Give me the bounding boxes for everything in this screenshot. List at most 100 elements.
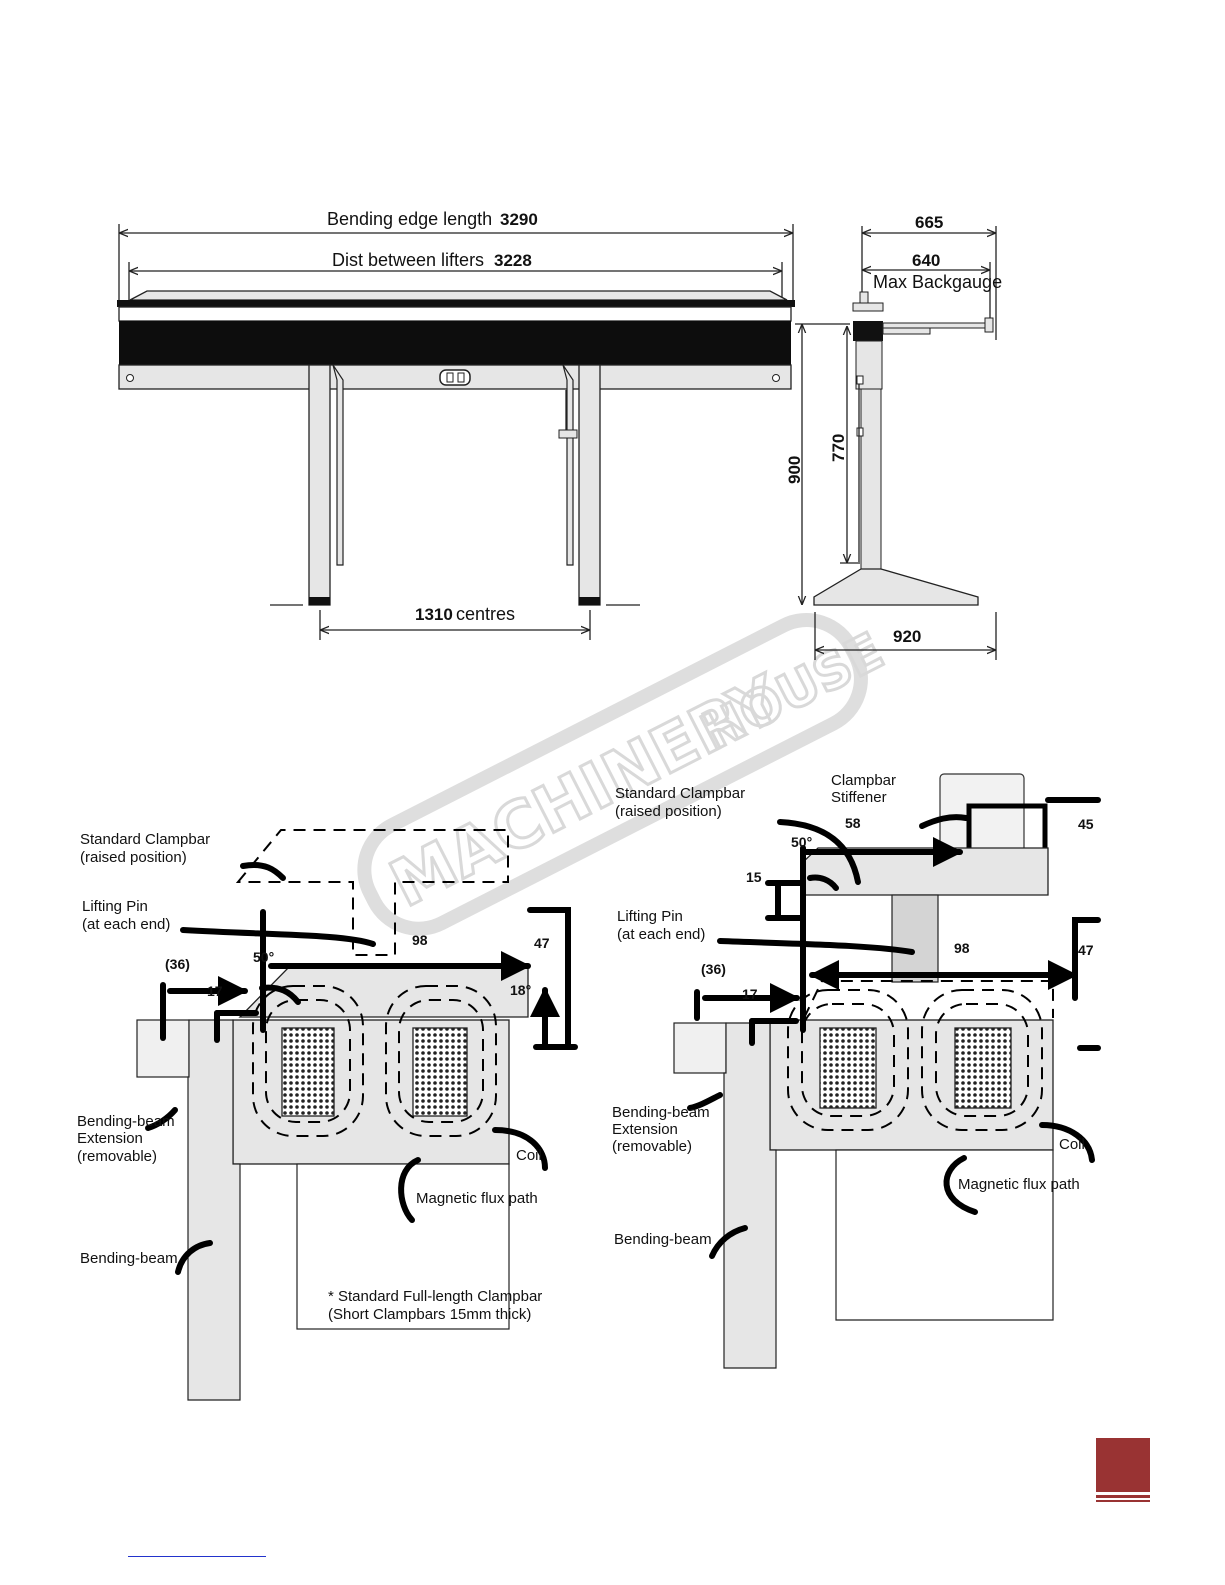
dim-36: (36) bbox=[165, 956, 190, 972]
page-corner-mark bbox=[1096, 1438, 1150, 1492]
lower-body bbox=[835, 1149, 1054, 1321]
label-raised-position: (raised position) bbox=[80, 849, 187, 866]
clampbar-gap bbox=[118, 306, 792, 322]
dim-17: 17 bbox=[742, 986, 758, 1002]
side-leg bbox=[860, 388, 882, 570]
label-coil: Coil bbox=[1059, 1136, 1085, 1153]
label-beam-ext-3: (removable) bbox=[612, 1138, 692, 1155]
callout-50 bbox=[259, 984, 301, 1005]
handle-clamp bbox=[558, 429, 578, 439]
bending-edge-value: 3290 bbox=[500, 210, 538, 229]
dist-lifters-label: Dist between lifters bbox=[332, 250, 484, 270]
clampbar-side bbox=[852, 302, 884, 312]
callout-lifting-pin bbox=[180, 927, 376, 947]
switch-icon bbox=[439, 369, 471, 386]
dim-770: 770 bbox=[829, 434, 848, 462]
callout-stiffener bbox=[919, 814, 969, 829]
max-backgauge-label: Max Backgauge bbox=[873, 272, 1002, 292]
label-beam-ext-1: Bending-beam bbox=[612, 1104, 710, 1121]
label-at-each-end: (at each end) bbox=[82, 916, 170, 933]
left-handle-rod bbox=[332, 364, 344, 566]
dim-15: 15 bbox=[746, 869, 762, 885]
beam-extension bbox=[673, 1022, 727, 1074]
raised-clampbar-outline bbox=[235, 829, 509, 956]
note-short-clampbars: (Short Clampbars 15mm thick) bbox=[328, 1306, 531, 1323]
footer-link-underline[interactable] bbox=[128, 1556, 266, 1557]
flux-loop bbox=[935, 1003, 1029, 1117]
flux-loop bbox=[265, 999, 351, 1123]
dim-98: 98 bbox=[954, 940, 970, 956]
dim-18: 18° bbox=[510, 982, 531, 998]
backgauge-stop bbox=[984, 317, 994, 333]
label-beam-ext-2: Extension bbox=[77, 1130, 143, 1147]
callout-raised bbox=[777, 819, 861, 885]
rest-clampbar-outline bbox=[803, 980, 1054, 1019]
label-standard-clampbar: Standard Clampbar bbox=[80, 831, 210, 848]
left-foot bbox=[309, 597, 330, 605]
dim-640: 640 bbox=[912, 251, 940, 270]
right-section: Clampbar Stiffener Standard Clampbar (ra… bbox=[612, 772, 1101, 1369]
note-clampbar: * Standard Full-length Clampbar bbox=[328, 1288, 542, 1305]
flux-loop bbox=[921, 989, 1043, 1131]
label-standard-clampbar: Standard Clampbar bbox=[615, 785, 745, 802]
dim-36: (36) bbox=[701, 961, 726, 977]
corner-rule bbox=[1096, 1500, 1150, 1502]
label-beam-ext-2: Extension bbox=[612, 1121, 678, 1138]
dim-47: 47 bbox=[1078, 942, 1094, 958]
flux-loop bbox=[252, 985, 364, 1137]
label-bending-beam: Bending-beam bbox=[614, 1231, 712, 1248]
dim-50: 50° bbox=[791, 834, 812, 850]
label-at-each-end: (at each end) bbox=[617, 926, 705, 943]
callout-extension bbox=[687, 1092, 723, 1111]
corner-rule bbox=[1096, 1495, 1150, 1498]
backgauge-bar bbox=[882, 322, 989, 329]
dim-47-line bbox=[1072, 917, 1101, 1001]
bolt-hole bbox=[126, 374, 134, 382]
bolt-hole bbox=[772, 374, 780, 382]
right-foot bbox=[579, 597, 600, 605]
callout-flux bbox=[943, 1155, 978, 1215]
switch-icon-part bbox=[457, 372, 465, 383]
callout-coil bbox=[492, 1127, 548, 1171]
side-marker bbox=[856, 375, 864, 385]
coil-right bbox=[954, 1027, 1012, 1109]
coil-left bbox=[281, 1027, 335, 1117]
right-handle-rod bbox=[562, 364, 574, 566]
bending-beam bbox=[187, 1019, 241, 1401]
callout-flux bbox=[398, 1157, 421, 1223]
label-flux-path: Magnetic flux path bbox=[416, 1190, 538, 1207]
front-view: Bending edge length 3290 Dist between li… bbox=[117, 209, 795, 640]
raised-clampbar bbox=[802, 847, 1049, 896]
dim-50: 50° bbox=[253, 949, 274, 965]
dim-900: 900 bbox=[785, 456, 804, 484]
stiffener-plate bbox=[939, 773, 1025, 855]
side-base bbox=[813, 568, 979, 606]
dim-58: 58 bbox=[845, 815, 861, 831]
dim-45: 45 bbox=[1078, 816, 1094, 832]
label-bending-beam: Bending-beam bbox=[80, 1250, 178, 1267]
dim-47: 47 bbox=[534, 935, 550, 951]
flux-loop bbox=[398, 999, 484, 1123]
label-clampbar: Clampbar bbox=[831, 772, 896, 789]
callout-lifting-pin bbox=[717, 938, 915, 955]
dim-98: 98 bbox=[412, 932, 428, 948]
label-beam-ext-1: Bending-beam bbox=[77, 1113, 175, 1130]
dist-lifters-value: 3228 bbox=[494, 251, 532, 270]
label-raised-position: (raised position) bbox=[615, 803, 722, 820]
switch-icon-part bbox=[446, 372, 454, 383]
label-lifting-pin: Lifting Pin bbox=[82, 898, 148, 915]
side-marker bbox=[856, 427, 864, 437]
main-beam bbox=[119, 321, 791, 365]
dim-17: 17 bbox=[207, 983, 223, 999]
label-beam-ext-3: (removable) bbox=[77, 1148, 157, 1165]
centres-label: centres bbox=[456, 604, 515, 624]
label-flux-path: Magnetic flux path bbox=[958, 1176, 1080, 1193]
head-side bbox=[853, 321, 883, 341]
flux-loop bbox=[385, 985, 497, 1137]
bending-edge-label: Bending edge length bbox=[327, 209, 492, 229]
dim-47-line bbox=[527, 907, 571, 1050]
callout-raised bbox=[240, 862, 286, 881]
callout-beam bbox=[709, 1225, 748, 1259]
left-leg bbox=[308, 364, 331, 606]
